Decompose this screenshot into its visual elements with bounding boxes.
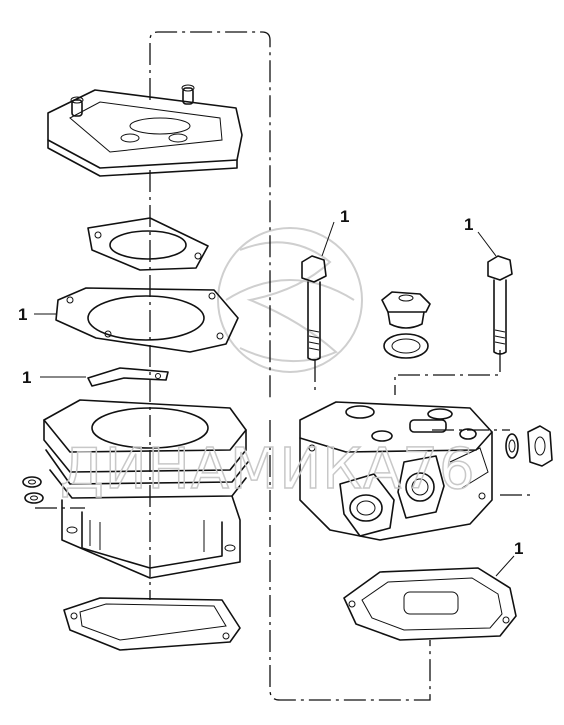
leader-bolt-center — [321, 221, 335, 257]
callout-bolt-right: 1 — [464, 215, 473, 234]
callout-bolt-center: 1 — [340, 207, 349, 226]
gasket-bottom-right — [343, 567, 517, 641]
side-plug — [505, 425, 553, 467]
bolt-center — [301, 255, 327, 361]
assembly-line-right — [314, 350, 501, 395]
plug-seal — [381, 291, 431, 359]
callout-gasket-cylinder: 1 — [18, 305, 27, 324]
callout-reed-plate: 1 — [22, 368, 31, 387]
gasket-bottom-left — [63, 597, 241, 651]
reed-plate — [87, 367, 169, 387]
leader-bolt-right — [477, 231, 497, 257]
bolt-right — [487, 255, 513, 355]
callout-gasket-bottom-right: 1 — [514, 539, 523, 558]
assembly-line — [149, 31, 431, 701]
cylinder-head — [299, 401, 493, 541]
watermark-emblem — [217, 227, 363, 373]
cylinder-block — [43, 399, 249, 579]
gasket-upper — [87, 217, 209, 271]
valve-plate-top — [47, 84, 243, 177]
nuts-washers — [22, 476, 44, 504]
leader-gasket-bottom-right — [495, 555, 515, 577]
gasket-cylinder — [55, 287, 239, 353]
watermark-text: ДИНАМИКА76 — [60, 437, 476, 502]
